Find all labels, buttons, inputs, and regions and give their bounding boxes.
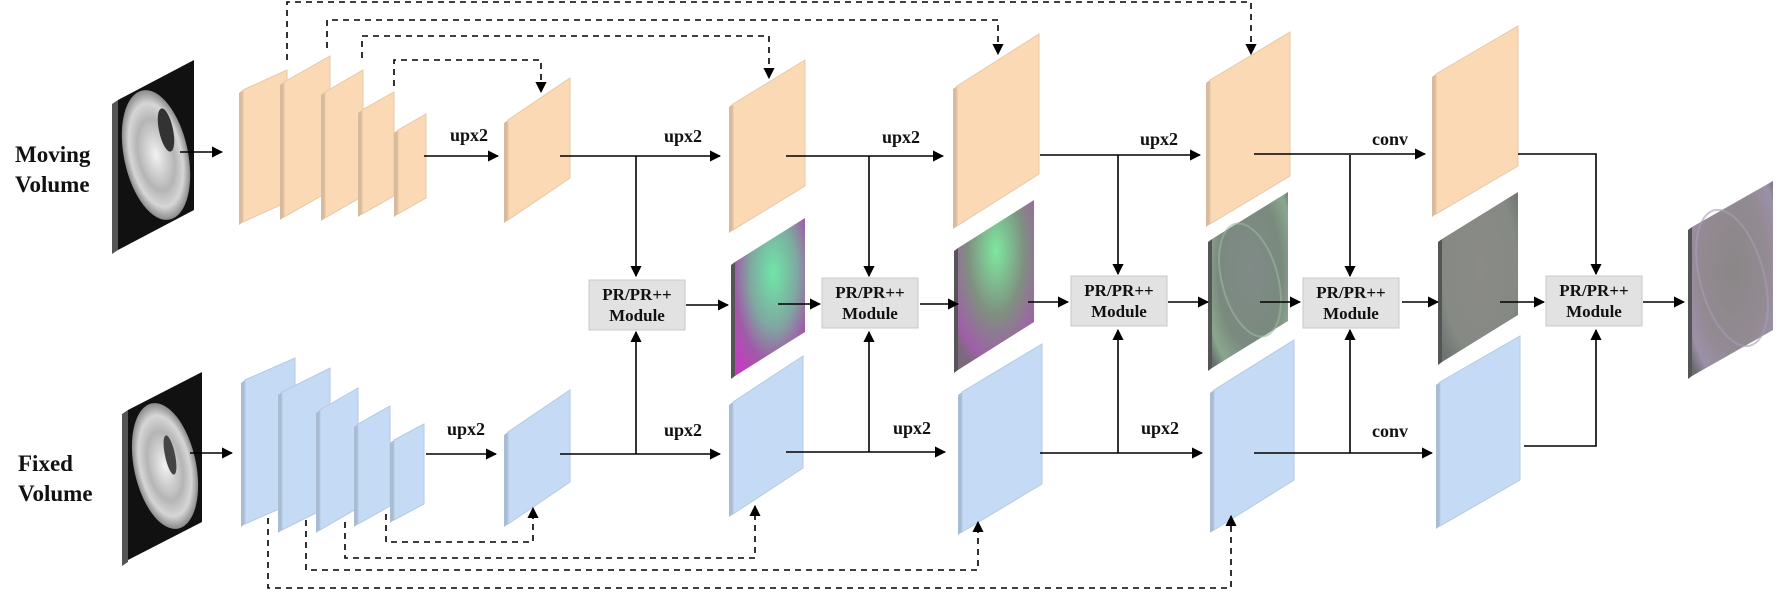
pr-module-2-line2: Module: [842, 304, 898, 323]
pr-module-3-line1: PR/PR++: [1084, 281, 1153, 300]
moving-op-label-2: upx2: [664, 126, 702, 146]
fixed-volume-label-line2: Volume: [18, 481, 93, 506]
moving-volume-label-line1: Moving: [15, 142, 91, 167]
pr-module-4: PR/PR++ Module: [1302, 277, 1400, 329]
fixed-decoder-feature-3: [958, 343, 1043, 535]
pr-module-3: PR/PR++ Module: [1070, 275, 1168, 327]
moving-volume-image: [112, 60, 194, 254]
moving-encoder-stack: [239, 55, 427, 225]
moving-decoder-feature-3: [953, 33, 1040, 229]
fixed-decoder-feature-2: [729, 355, 804, 517]
moving-decoder-feature-2: [729, 59, 806, 233]
moving-op-label-1: upx2: [450, 125, 488, 145]
fixed-decoder-feature-4: [1210, 339, 1295, 533]
moving-op-label-3: upx2: [882, 127, 920, 147]
pr-module-1-line2: Module: [609, 306, 665, 325]
moving-encoder-layer-4: [358, 91, 395, 217]
moving-op-label-5: conv: [1372, 129, 1408, 149]
pr-module-1-line1: PR/PR++: [602, 285, 671, 304]
solid-connections: [180, 146, 1686, 460]
fixed-op-label-4: upx2: [1141, 418, 1179, 438]
moving-decoder-features: [504, 25, 1519, 233]
moving-decoder-feature-5: [1432, 25, 1519, 217]
moving-encoder-layer-2: [280, 55, 331, 220]
deformation-field-3: [1208, 192, 1288, 371]
moving-decoder-feature-1: [504, 77, 571, 223]
moving-volume-label-line2: Volume: [15, 172, 90, 197]
fixed-encoder-layer-4: [354, 405, 391, 527]
fixed-op-label-5: conv: [1372, 421, 1408, 441]
deformation-field-2: [954, 200, 1034, 373]
fixed-encoder-layer-3: [316, 387, 359, 533]
moving-decoder-feature-4: [1206, 31, 1291, 227]
fixed-encoder-layer-5: [390, 423, 425, 523]
skip-connections: [267, 1, 1257, 589]
deformation-field-1: [731, 218, 805, 379]
pr-module-5-line2: Module: [1566, 302, 1622, 321]
fixed-decoder-features: [504, 335, 1521, 535]
moving-op-label-4: upx2: [1140, 129, 1178, 149]
fixed-decoder-feature-1: [504, 389, 571, 527]
fixed-decoder-feature-5: [1436, 335, 1521, 529]
fixed-op-label-3: upx2: [893, 418, 931, 438]
deformation-field-4: [1438, 192, 1518, 365]
pr-module-5: PR/PR++ Module: [1545, 275, 1643, 327]
pr-module-1: PR/PR++ Module: [588, 279, 686, 331]
fixed-op-label-2: upx2: [664, 420, 702, 440]
pr-module-3-line2: Module: [1091, 302, 1147, 321]
pr-module-4-line2: Module: [1323, 304, 1379, 323]
moving-encoder-layer-1: [239, 69, 288, 225]
fixed-op-label-1: upx2: [447, 419, 485, 439]
pr-module-4-line1: PR/PR++: [1316, 283, 1385, 302]
pr-module-5-line1: PR/PR++: [1559, 281, 1628, 300]
moving-encoder-layer-5: [394, 113, 427, 217]
pr-module-2-line1: PR/PR++: [835, 283, 904, 302]
fixed-volume-label-line1: Fixed: [18, 451, 73, 476]
pr-module-2: PR/PR++ Module: [821, 277, 919, 329]
fixed-volume-image: [122, 372, 202, 566]
fixed-encoder-stack: [241, 357, 425, 533]
deformation-field-output: [1688, 181, 1773, 379]
moving-encoder-layer-3: [321, 69, 364, 221]
